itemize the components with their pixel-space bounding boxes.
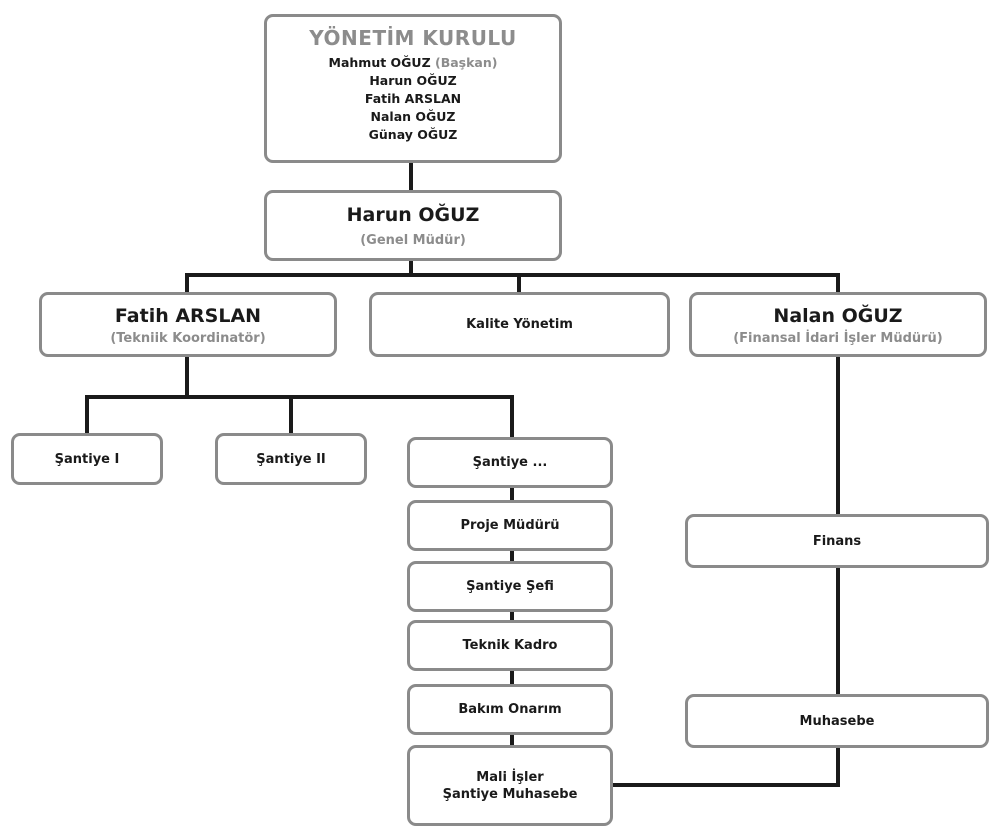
technical-staff-box: Teknik Kadro	[407, 620, 613, 671]
technical-coordinator-title: (Tekniik Koordinatör)	[110, 330, 266, 346]
site-2-box: Şantiye II	[215, 433, 367, 485]
site-2-label: Şantiye II	[256, 451, 326, 467]
finance-manager-title: (Finansal İdari İşler Müdürü)	[733, 330, 943, 346]
board-title: YÖNETİM KURULU	[309, 26, 517, 50]
site-chief-box: Şantiye Şefi	[407, 561, 613, 612]
general-manager-title: (Genel Müdür)	[360, 233, 466, 248]
site-chief-label: Şantiye Şefi	[466, 579, 554, 594]
quality-management-label: Kalite Yönetim	[466, 317, 573, 332]
site-3-label: Şantiye ...	[472, 455, 548, 470]
board-chair-role: (Başkan)	[435, 55, 498, 70]
quality-management-box: Kalite Yönetim	[369, 292, 670, 357]
accounting-label: Muhasebe	[799, 713, 875, 729]
project-manager-label: Proje Müdürü	[460, 518, 560, 533]
technical-staff-label: Teknik Kadro	[462, 638, 558, 653]
site-3-box: Şantiye ...	[407, 437, 613, 488]
site-finance-box: Mali İşler Şantiye Muhasebe	[407, 745, 613, 826]
board-member: Nalan OĞUZ	[370, 109, 456, 124]
finance-manager-box: Nalan OĞUZ (Finansal İdari İşler Müdürü)	[689, 292, 987, 357]
technical-coordinator-name: Fatih ARSLAN	[114, 304, 262, 327]
site-1-box: Şantiye I	[11, 433, 163, 485]
board-of-directors-box: YÖNETİM KURULU Mahmut OĞUZ (Başkan) Haru…	[264, 14, 562, 163]
finance-label: Finans	[812, 533, 862, 549]
finance-manager-name: Nalan OĞUZ	[773, 304, 903, 327]
maintenance-label: Bakım Onarım	[458, 702, 562, 717]
board-chair: Mahmut OĞUZ (Başkan)	[329, 54, 498, 72]
site-finance-line1: Mali İşler	[476, 769, 544, 785]
board-member: Harun OĞUZ	[369, 73, 457, 88]
site-1-label: Şantiye I	[54, 451, 120, 467]
board-chair-name: Mahmut OĞUZ	[328, 55, 431, 70]
finance-box: Finans	[685, 514, 989, 568]
general-manager-name: Harun OĞUZ	[346, 204, 480, 226]
board-member: Fatih ARSLAN	[364, 91, 462, 106]
board-member: Günay OĞUZ	[368, 127, 458, 142]
general-manager-box: Harun OĞUZ (Genel Müdür)	[264, 190, 562, 261]
accounting-box: Muhasebe	[685, 694, 989, 748]
maintenance-box: Bakım Onarım	[407, 684, 613, 735]
technical-coordinator-box: Fatih ARSLAN (Tekniik Koordinatör)	[39, 292, 337, 357]
site-finance-line2: Şantiye Muhasebe	[442, 786, 578, 802]
project-manager-box: Proje Müdürü	[407, 500, 613, 551]
